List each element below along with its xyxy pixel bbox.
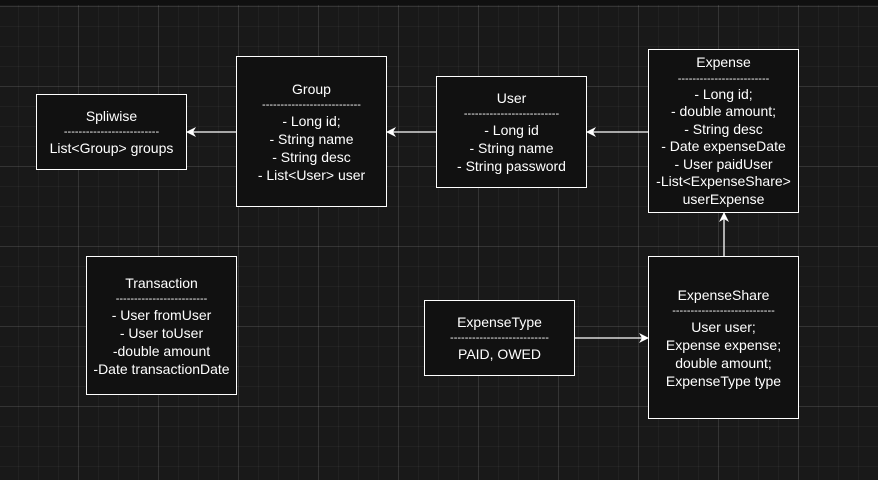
node-field: ExpenseType type (665, 372, 782, 389)
node-title: ExpenseShare (677, 286, 770, 303)
node-field: double amount; (675, 354, 772, 371)
node-title: ExpenseType (457, 314, 542, 330)
node-spliwise[interactable]: Spliwise -------------------------- List… (36, 94, 187, 170)
node-separator: -------------------------- (63, 126, 160, 138)
node-field: - String desc (272, 148, 351, 165)
node-field: - String desc (684, 120, 763, 137)
node-field: PAID, OWED (458, 346, 541, 362)
node-separator: -------------------------- (463, 108, 560, 120)
node-field: userExpense (682, 190, 765, 207)
node-field: - Date expenseDate (661, 138, 786, 154)
node-field: User user; (691, 318, 756, 335)
node-field: - Long id; (282, 112, 341, 129)
node-group[interactable]: Group --------------------------- - Long… (236, 56, 387, 207)
node-field: -double amount (112, 342, 211, 359)
node-separator: ---------------------------- (672, 304, 775, 317)
node-separator: ------------------------- (115, 292, 208, 305)
node-field: - double amount; (670, 103, 777, 119)
node-expense-type[interactable]: ExpenseType --------------------------- … (424, 300, 575, 376)
node-expense-share[interactable]: ExpenseShare ---------------------------… (648, 256, 799, 419)
node-field: -Date transactionDate (93, 360, 230, 377)
node-title: Transaction (125, 274, 198, 291)
node-separator: ------------------------- (677, 72, 770, 85)
node-field: - User paidUser (674, 155, 773, 172)
node-separator: --------------------------- (262, 98, 361, 111)
node-user[interactable]: User -------------------------- - Long i… (436, 76, 587, 188)
node-field: - String name (469, 140, 554, 156)
canvas-top-edge (0, 0, 878, 5)
node-field: List<Group> groups (49, 140, 174, 156)
node-field: Expense expense; (665, 336, 782, 353)
node-title: Group (292, 80, 331, 97)
node-field: - String password (457, 158, 566, 174)
node-field: - User fromUser (111, 306, 212, 323)
node-separator: --------------------------- (450, 332, 549, 344)
node-field: - String name (269, 130, 354, 147)
node-title: Expense (696, 54, 751, 70)
node-title: User (496, 90, 527, 106)
node-field: - Long id (484, 122, 539, 138)
node-field: - Long id; (694, 85, 753, 102)
node-field: - User toUser (119, 324, 204, 341)
node-expense[interactable]: Expense ------------------------- - Long… (648, 49, 799, 213)
node-transaction[interactable]: Transaction ------------------------- - … (86, 256, 237, 395)
node-field: - List<User> user (257, 166, 366, 183)
node-field: -List<ExpenseShare> (656, 173, 791, 189)
node-title: Spliwise (85, 108, 138, 124)
